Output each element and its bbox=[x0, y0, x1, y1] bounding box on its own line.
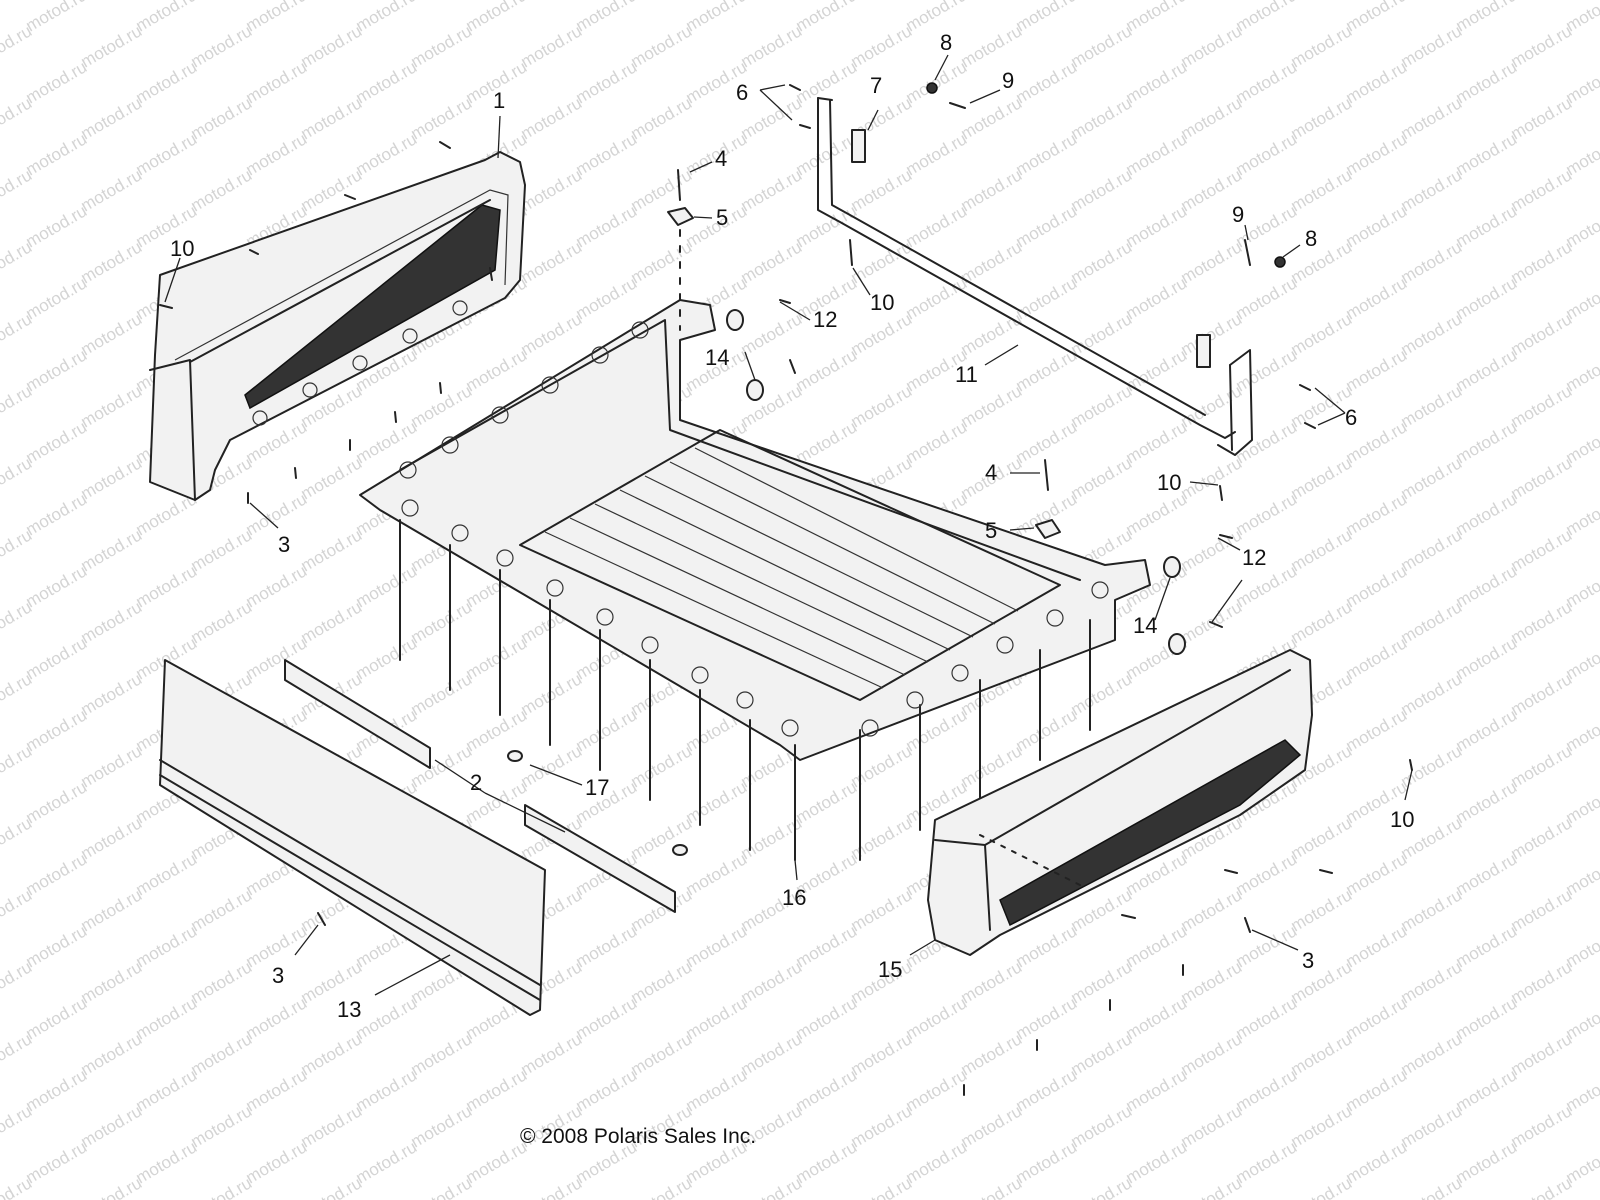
right-side-panel bbox=[927, 649, 1313, 956]
rear-frame bbox=[817, 97, 1253, 456]
callout-4a: 4 bbox=[715, 146, 727, 171]
hardware bbox=[159, 82, 1413, 1096]
callout-15: 15 bbox=[878, 957, 902, 982]
callout-9b: 9 bbox=[1232, 202, 1244, 227]
callout-group: 1 2 3 3 3 4 4 5 5 6 6 7 8 8 9 9 bbox=[164, 30, 1414, 1022]
copyright-notice: © 2008 Polaris Sales Inc. bbox=[520, 1125, 757, 1148]
callout-5a: 5 bbox=[716, 205, 728, 230]
callout-17: 17 bbox=[585, 775, 609, 800]
callout-8a: 8 bbox=[940, 30, 952, 55]
callout-12b: 12 bbox=[1242, 545, 1266, 570]
tailgate-panel bbox=[159, 659, 546, 1016]
callout-2: 2 bbox=[470, 770, 482, 795]
callout-10c: 10 bbox=[1157, 470, 1181, 495]
callout-16: 16 bbox=[782, 885, 806, 910]
callout-4b: 4 bbox=[985, 460, 997, 485]
cargo-box-tub bbox=[359, 299, 1151, 861]
callout-5b: 5 bbox=[985, 518, 997, 543]
callout-13: 13 bbox=[337, 997, 361, 1022]
callout-10a: 10 bbox=[170, 236, 194, 261]
callout-7: 7 bbox=[870, 73, 882, 98]
callout-6a: 6 bbox=[736, 80, 748, 105]
callout-11: 11 bbox=[955, 362, 978, 387]
callout-10d: 10 bbox=[1390, 807, 1414, 832]
callout-3a: 3 bbox=[278, 532, 290, 557]
callout-10b: 10 bbox=[870, 290, 894, 315]
callout-3c: 3 bbox=[1302, 948, 1314, 973]
callout-14a: 14 bbox=[705, 345, 729, 370]
callout-8b: 8 bbox=[1305, 226, 1317, 251]
callout-9a: 9 bbox=[1002, 68, 1014, 93]
callout-6b: 6 bbox=[1345, 405, 1357, 430]
foam-strips bbox=[284, 659, 676, 913]
callout-12a: 12 bbox=[813, 307, 837, 332]
left-side-panel bbox=[149, 151, 526, 501]
callout-14b: 14 bbox=[1133, 613, 1157, 638]
callout-3b: 3 bbox=[272, 963, 284, 988]
callout-1: 1 bbox=[493, 88, 505, 113]
